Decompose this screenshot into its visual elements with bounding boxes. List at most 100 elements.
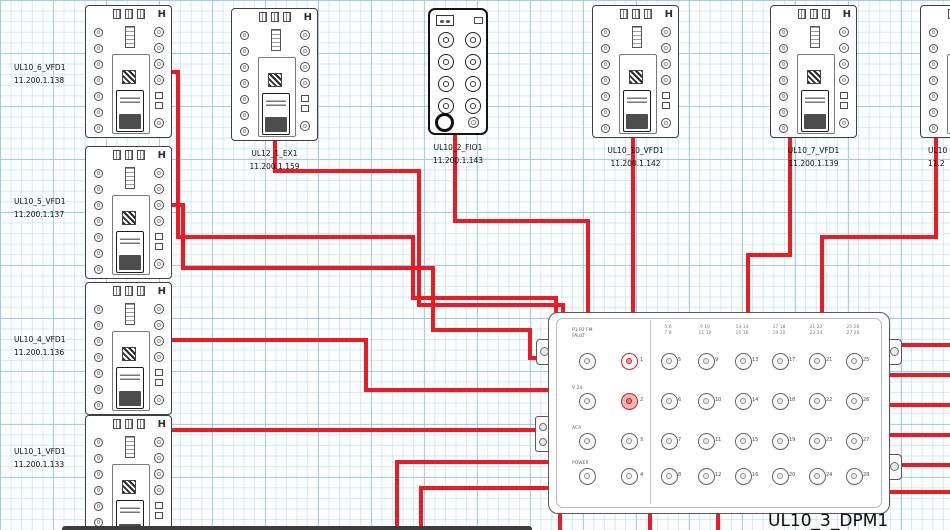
cable-segment-1[interactable] bbox=[273, 141, 565, 314]
terminal-block-icon bbox=[840, 102, 848, 109]
connector-slot-icon bbox=[271, 29, 281, 51]
terminal-block-icon bbox=[301, 95, 309, 102]
device-ul10_4[interactable]: H bbox=[85, 282, 172, 415]
device-ul10_10[interactable]: H bbox=[592, 5, 679, 138]
cable-segment-0[interactable] bbox=[171, 70, 558, 314]
left-port-icon bbox=[94, 59, 103, 69]
left-port-icon bbox=[94, 400, 103, 410]
terminal-icon bbox=[632, 9, 640, 19]
m12-port-icon bbox=[660, 352, 678, 370]
left-port-icon bbox=[601, 43, 610, 53]
status-port-icon bbox=[620, 467, 638, 485]
cable-segment-5[interactable] bbox=[746, 138, 792, 314]
device-ul10_r[interactable]: H bbox=[920, 5, 950, 138]
terminal-block-icon bbox=[155, 243, 163, 250]
device-ul12_1[interactable]: H bbox=[231, 8, 318, 141]
device-ul10_5[interactable]: H bbox=[85, 146, 172, 279]
left-port-icon bbox=[94, 43, 103, 53]
terminal-block-icon bbox=[155, 369, 163, 376]
cable-segment-3[interactable] bbox=[453, 135, 590, 314]
left-port-icon bbox=[929, 107, 938, 117]
left-port-icon bbox=[94, 200, 103, 210]
terminal-icon bbox=[948, 9, 950, 19]
m12-port-icon bbox=[734, 432, 752, 450]
code-label-icon bbox=[268, 73, 282, 87]
left-port-icon bbox=[929, 91, 938, 101]
device-name-text: UL10_4_VFD1 bbox=[14, 335, 66, 344]
connector-slot-icon bbox=[125, 303, 135, 325]
left-port-icon bbox=[929, 59, 938, 69]
left-port-icon bbox=[94, 304, 103, 314]
device-ul10_7[interactable]: H bbox=[770, 5, 857, 138]
cable-segment-9[interactable] bbox=[395, 460, 550, 530]
device-ul10_6[interactable]: H bbox=[85, 5, 172, 138]
left-port-icon bbox=[240, 46, 249, 56]
m12-port-icon bbox=[697, 352, 715, 370]
cable-segment-6[interactable] bbox=[820, 138, 938, 314]
terminal-icon bbox=[283, 12, 291, 22]
right-port-icon bbox=[839, 118, 849, 128]
device-ip-text: 11.200.1.139 bbox=[788, 158, 839, 168]
hub-module[interactable] bbox=[548, 312, 890, 514]
m12-port-icon bbox=[465, 98, 481, 114]
port-number: 9 bbox=[715, 356, 719, 363]
service-port-icon bbox=[578, 467, 596, 485]
m12-port-icon bbox=[808, 392, 826, 410]
m12-port-icon bbox=[465, 32, 481, 48]
right-port-icon bbox=[154, 43, 164, 53]
m12-port-icon bbox=[697, 432, 715, 450]
left-port-icon bbox=[779, 59, 788, 69]
m12-port-icon bbox=[697, 467, 715, 485]
left-port-icon bbox=[94, 232, 103, 242]
h-mark: H bbox=[157, 419, 166, 430]
m12-port-icon bbox=[438, 54, 454, 70]
port-number: 5 bbox=[678, 356, 682, 363]
left-port-icon bbox=[779, 123, 788, 133]
left-port-icon bbox=[601, 107, 610, 117]
m12-port-icon bbox=[845, 352, 863, 370]
m12-port-icon bbox=[734, 352, 752, 370]
left-port-icon bbox=[240, 94, 249, 104]
right-port-icon bbox=[300, 30, 310, 40]
device-ul10_2[interactable] bbox=[428, 8, 488, 135]
code-label-icon bbox=[629, 70, 643, 84]
clipped-module-top-edge bbox=[62, 526, 532, 530]
device-ul10_1[interactable]: H bbox=[85, 415, 172, 530]
power-port-icon bbox=[435, 113, 454, 132]
led-label-line: FAULT bbox=[572, 333, 586, 339]
contactor-icon bbox=[116, 367, 144, 409]
port-number: 7 bbox=[678, 436, 682, 443]
device-name-text: UL10_5_VFD1 bbox=[14, 197, 66, 206]
terminal-icon bbox=[113, 9, 121, 19]
h-mark: H bbox=[303, 12, 312, 23]
status-port-icon bbox=[620, 352, 638, 370]
terminal-icon bbox=[644, 9, 652, 19]
port-number: 17 bbox=[789, 356, 796, 363]
cable-segment-2[interactable] bbox=[171, 203, 550, 360]
m12-port-icon bbox=[734, 392, 752, 410]
right-port-icon bbox=[661, 75, 671, 85]
right-port-icon bbox=[154, 437, 164, 447]
connector-slot-icon bbox=[125, 436, 135, 458]
port-number: 1 bbox=[640, 356, 644, 363]
terminal-icon bbox=[620, 9, 628, 19]
vent-icon bbox=[474, 17, 483, 24]
port-number: 8 bbox=[678, 471, 682, 478]
m12-port-icon bbox=[734, 467, 752, 485]
cable-segment-7[interactable] bbox=[171, 338, 550, 392]
screw-hole bbox=[890, 462, 899, 471]
hub-label: UL10_3_DPM1 bbox=[768, 511, 889, 530]
center-frame bbox=[112, 464, 150, 530]
cable-segment-10[interactable] bbox=[419, 486, 550, 530]
m12-port-icon bbox=[660, 467, 678, 485]
left-port-icon bbox=[94, 107, 103, 117]
right-port-icon bbox=[154, 395, 164, 405]
connector-slot-icon bbox=[125, 167, 135, 189]
pin-dot-icon bbox=[446, 19, 450, 23]
left-port-icon bbox=[929, 75, 938, 85]
device-ip-text: 11.2 bbox=[928, 158, 945, 168]
